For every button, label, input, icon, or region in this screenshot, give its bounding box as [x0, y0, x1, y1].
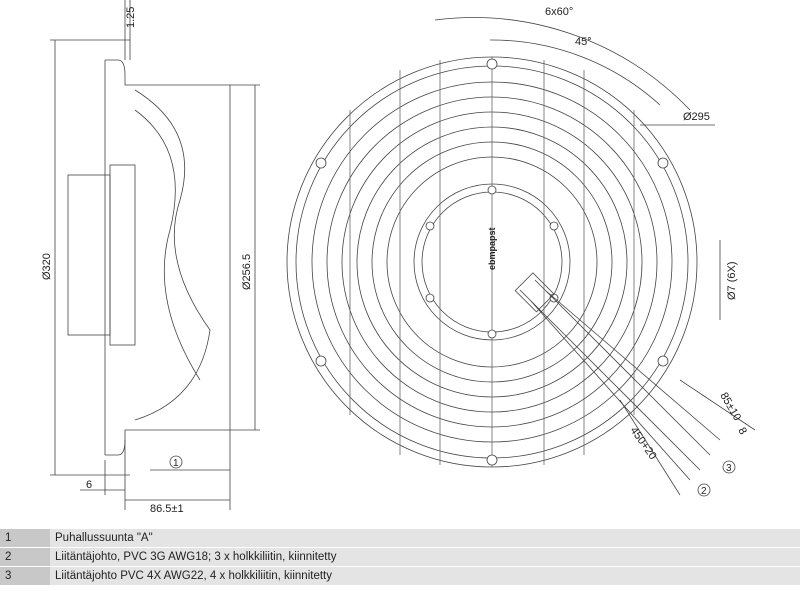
- legend-row: 2 Liitäntäjohto, PVC 3G AWG18; 3 x holkk…: [0, 548, 800, 566]
- dim-holes: Ø7 (6X): [726, 261, 738, 300]
- callout-2: 2: [701, 486, 707, 497]
- callout-3: 3: [726, 463, 732, 474]
- dim-strip-length: 85±10: [717, 391, 743, 423]
- fan-technical-drawing: 1.25 Ø320 Ø256.5 6 86.5±1 1: [41, 0, 756, 515]
- legend-number: 3: [0, 567, 50, 585]
- dim-hole-circle: Ø295: [683, 111, 710, 123]
- legend-row: 3 Liitäntäjohto PVC 4X AWG22, 4 x holkki…: [0, 567, 800, 585]
- legend-text: Liitäntäjohto, PVC 3G AWG18; 3 x holkkil…: [50, 548, 800, 566]
- dim-depth: 86.5±1: [150, 503, 184, 515]
- legend-row: 1 Puhallussuunta "A": [0, 529, 800, 547]
- dim-outer-diameter: Ø320: [41, 253, 53, 280]
- dim-cable-length: 450+20: [628, 425, 659, 462]
- callout-1: 1: [173, 458, 179, 469]
- legend-number: 1: [0, 529, 50, 547]
- side-view: [50, 0, 260, 510]
- dim-sleeve-length: 8: [735, 426, 748, 437]
- dim-hole-pattern: 6x60°: [545, 6, 573, 18]
- legend-text: Liitäntäjohto PVC 4X AWG22, 4 x holkkili…: [50, 567, 800, 585]
- legend-table: 1 Puhallussuunta "A" 2 Liitäntäjohto, PV…: [0, 529, 800, 586]
- dim-flange-thickness: 1.25: [125, 7, 137, 28]
- legend-number: 2: [0, 548, 50, 566]
- front-view: [286, 56, 721, 481]
- dim-inner-diameter: Ø256.5: [241, 254, 253, 290]
- dim-offset: 6: [86, 479, 92, 491]
- legend-text: Puhallussuunta "A": [50, 529, 800, 547]
- dim-angle: 45°: [575, 36, 592, 48]
- motor-logo: ebmpapst: [487, 227, 497, 270]
